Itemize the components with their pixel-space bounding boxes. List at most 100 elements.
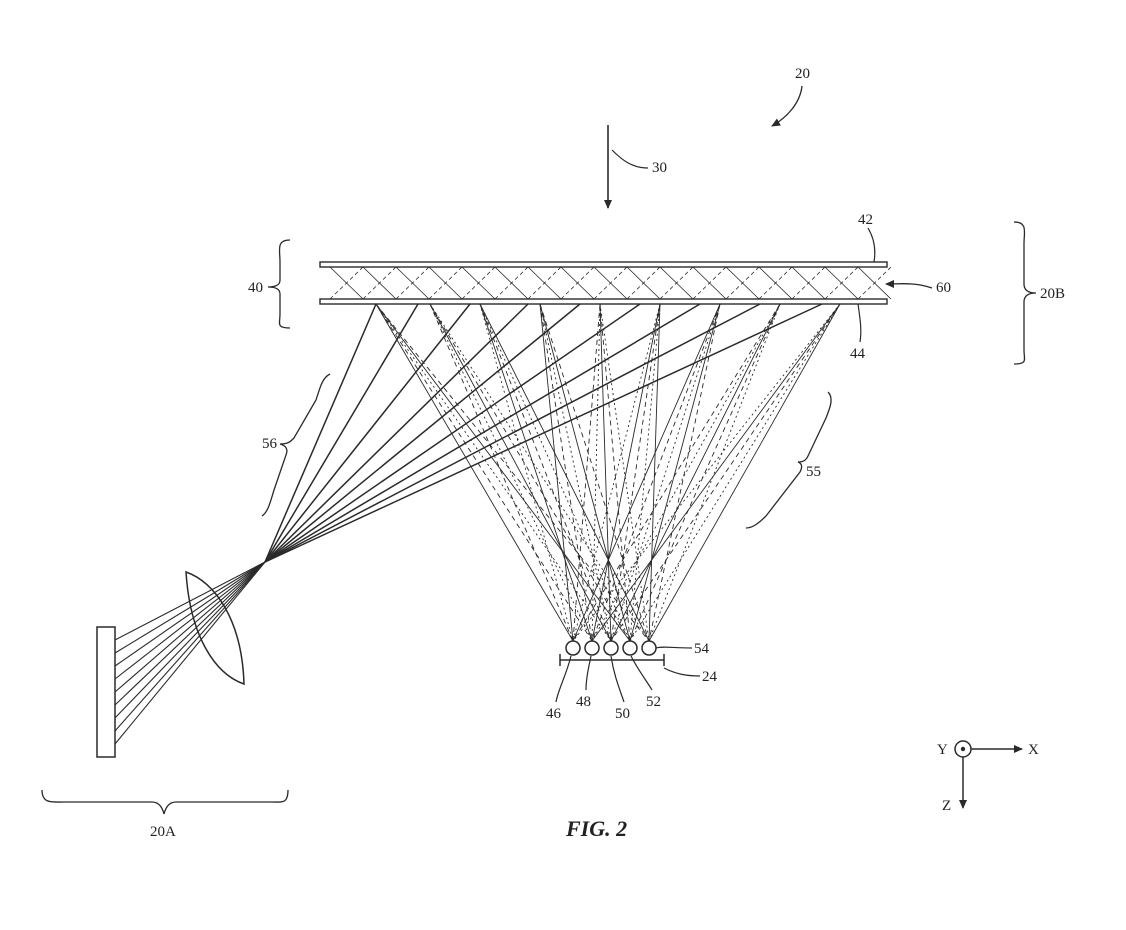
source-ray [114,561,266,719]
leader-60 [885,279,933,289]
diverging-ray [429,303,650,642]
label-46: 46 [546,706,562,722]
label-56: 56 [262,436,278,452]
source-ray-bundle [114,561,266,745]
sensor-54 [641,640,657,656]
diverging-ray [591,303,721,642]
sensor-46 [565,640,581,656]
source-ray [114,561,266,732]
diverging-ray [591,303,601,642]
source-ray [114,561,266,667]
diverging-ray [429,303,593,642]
diverging-ray [429,303,631,642]
axis-x-label: X [1028,742,1039,758]
brace-40 [267,239,291,329]
brace-20b [1013,221,1037,365]
diverging-ray [375,303,650,642]
converging-ray [264,303,377,563]
diverging-ray [648,303,781,642]
top-plate [319,261,888,268]
label-60: 60 [936,280,951,296]
reflection-ray [824,266,859,300]
lens [185,570,245,686]
reflection-ray [329,266,364,300]
diverging-ray [572,303,781,642]
figure-caption: FIG. 2 [565,816,627,841]
reflection-ray [494,266,529,300]
diverging-ray [610,303,721,642]
reflection-ray [857,266,892,300]
diverging-ray [599,303,612,642]
converging-ray [264,303,823,563]
reflection-ray [659,266,694,300]
reflection-ray [395,266,430,300]
reflection-ray [527,266,562,300]
diverging-ray [479,303,631,642]
diverging-ray-bundle [375,303,841,642]
diverging-ray [591,303,841,642]
label-20: 20 [795,66,810,82]
label-44: 44 [850,346,866,362]
label-40: 40 [248,280,263,296]
diverging-ray [648,303,841,642]
reflection-ray [428,266,463,300]
diverging-ray [648,303,721,642]
label-20b: 20B [1040,286,1065,302]
reflection-ray [725,266,760,300]
source-ray [114,561,266,693]
diverging-ray [629,303,781,642]
converging-ray [264,303,419,563]
reflection-ray [560,266,595,300]
leader-42 [867,227,876,263]
source-ray [114,561,266,654]
label-20a: 20A [150,824,176,840]
converging-ray [264,303,581,563]
label-30: 30 [652,160,667,176]
emitter-panel [96,626,116,758]
label-55: 55 [806,464,821,480]
diverging-ray [629,303,841,642]
diverging-ray [375,303,593,642]
converging-ray [264,303,529,563]
brace-55 [745,391,832,529]
diverging-ray [610,303,661,642]
axis-y-label: Y [937,742,948,758]
label-42: 42 [858,212,873,228]
leader-50 [610,655,625,703]
source-ray [114,561,266,680]
diverging-ray [591,303,781,642]
diverging-ray [479,303,593,642]
leader-46 [555,655,572,703]
diverging-ray [375,303,574,642]
leader-48 [585,655,592,691]
label-54: 54 [694,641,710,657]
sensor-52 [622,640,638,656]
leader-44 [857,303,862,343]
brace-56 [261,373,331,517]
label-24: 24 [702,669,718,685]
reflection-ray [362,266,397,300]
diverging-ray [539,303,612,642]
diverging-ray [429,303,612,642]
axis-y-dot [960,746,966,752]
leader-52 [630,655,653,691]
diverging-ray [375,303,631,642]
diverging-ray [539,303,593,642]
sensor-50 [603,640,619,656]
sensor-48 [584,640,600,656]
leader-24 [663,667,701,677]
label-50: 50 [615,706,630,722]
converging-ray [264,303,701,563]
diverging-ray [479,303,612,642]
reflection-ray [461,266,496,300]
diverging-ray [539,303,574,642]
label-48: 48 [576,694,591,710]
diverging-ray [629,303,721,642]
diverging-ray [648,303,661,642]
label-52: 52 [646,694,661,710]
reflection-ray [791,266,826,300]
diverging-ray [572,303,601,642]
reflection-ray [758,266,793,300]
